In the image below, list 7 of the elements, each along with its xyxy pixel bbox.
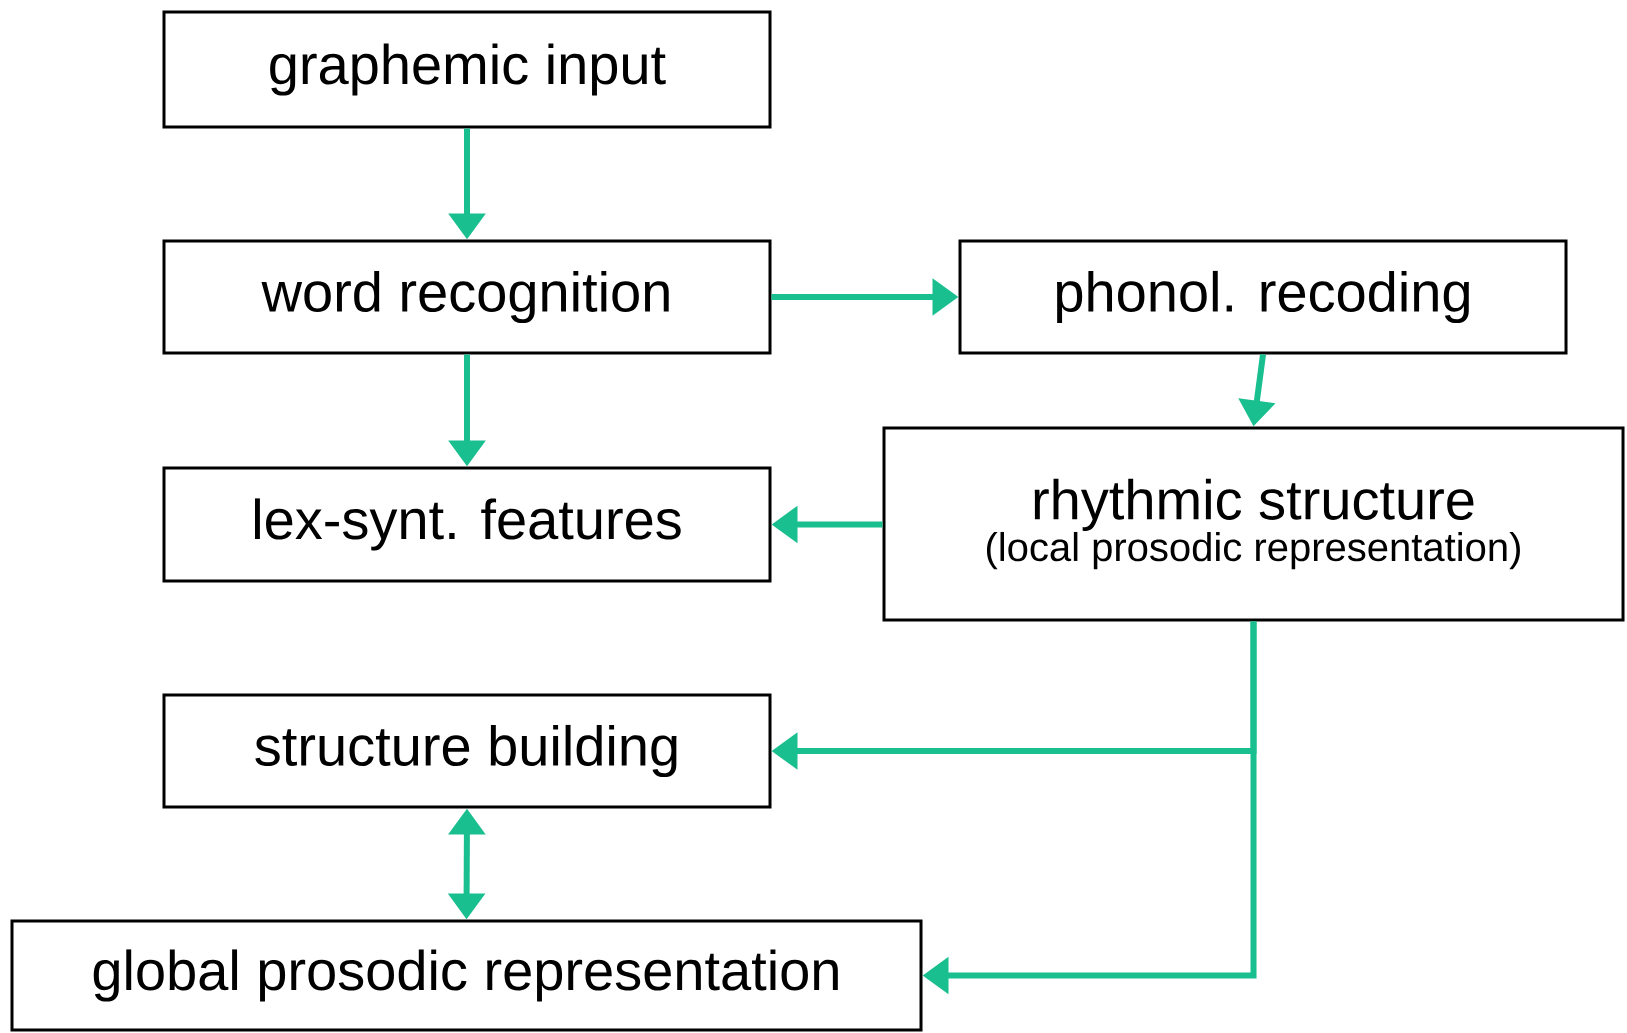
process-box: lex-synt. features <box>162 466 772 583</box>
process-box: word recognition <box>162 239 772 355</box>
process-box: rhythmic structure (local prosodic representation) <box>882 426 1625 622</box>
process-box: global prosodic representation <box>10 919 923 1032</box>
process-box: structure building <box>162 693 772 809</box>
process-box: graphemic input <box>162 10 772 129</box>
process-box: phonol. recoding <box>958 239 1568 355</box>
